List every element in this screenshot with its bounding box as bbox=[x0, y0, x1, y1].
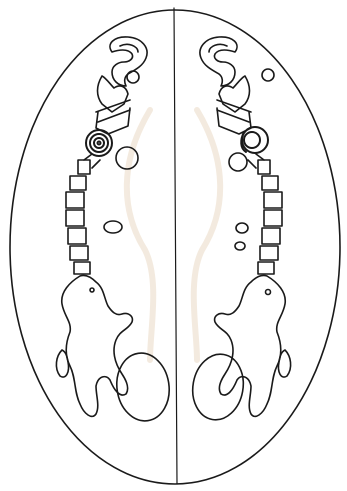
left-foot bbox=[56, 350, 68, 377]
right-half bbox=[188, 37, 291, 424]
right-foot bbox=[278, 350, 290, 377]
left-half bbox=[56, 37, 173, 424]
midline bbox=[174, 8, 177, 484]
faint-shading bbox=[127, 110, 220, 360]
left-mid-oval bbox=[104, 221, 122, 233]
right-small-dot bbox=[262, 69, 274, 81]
left-segment-column bbox=[66, 154, 100, 274]
right-lower-dot bbox=[266, 290, 271, 295]
right-mid-oval-a bbox=[236, 223, 248, 233]
right-concentric-rings bbox=[241, 127, 268, 153]
right-segment-column bbox=[248, 154, 282, 274]
right-lower-body bbox=[215, 275, 286, 416]
right-mid-oval-b bbox=[235, 242, 245, 250]
left-large-oval bbox=[113, 350, 174, 425]
left-small-dot bbox=[127, 71, 139, 83]
left-lower-body bbox=[62, 275, 133, 416]
right-round-spot bbox=[229, 153, 247, 171]
left-concentric-rings bbox=[86, 130, 112, 156]
left-lower-dot bbox=[90, 288, 94, 292]
